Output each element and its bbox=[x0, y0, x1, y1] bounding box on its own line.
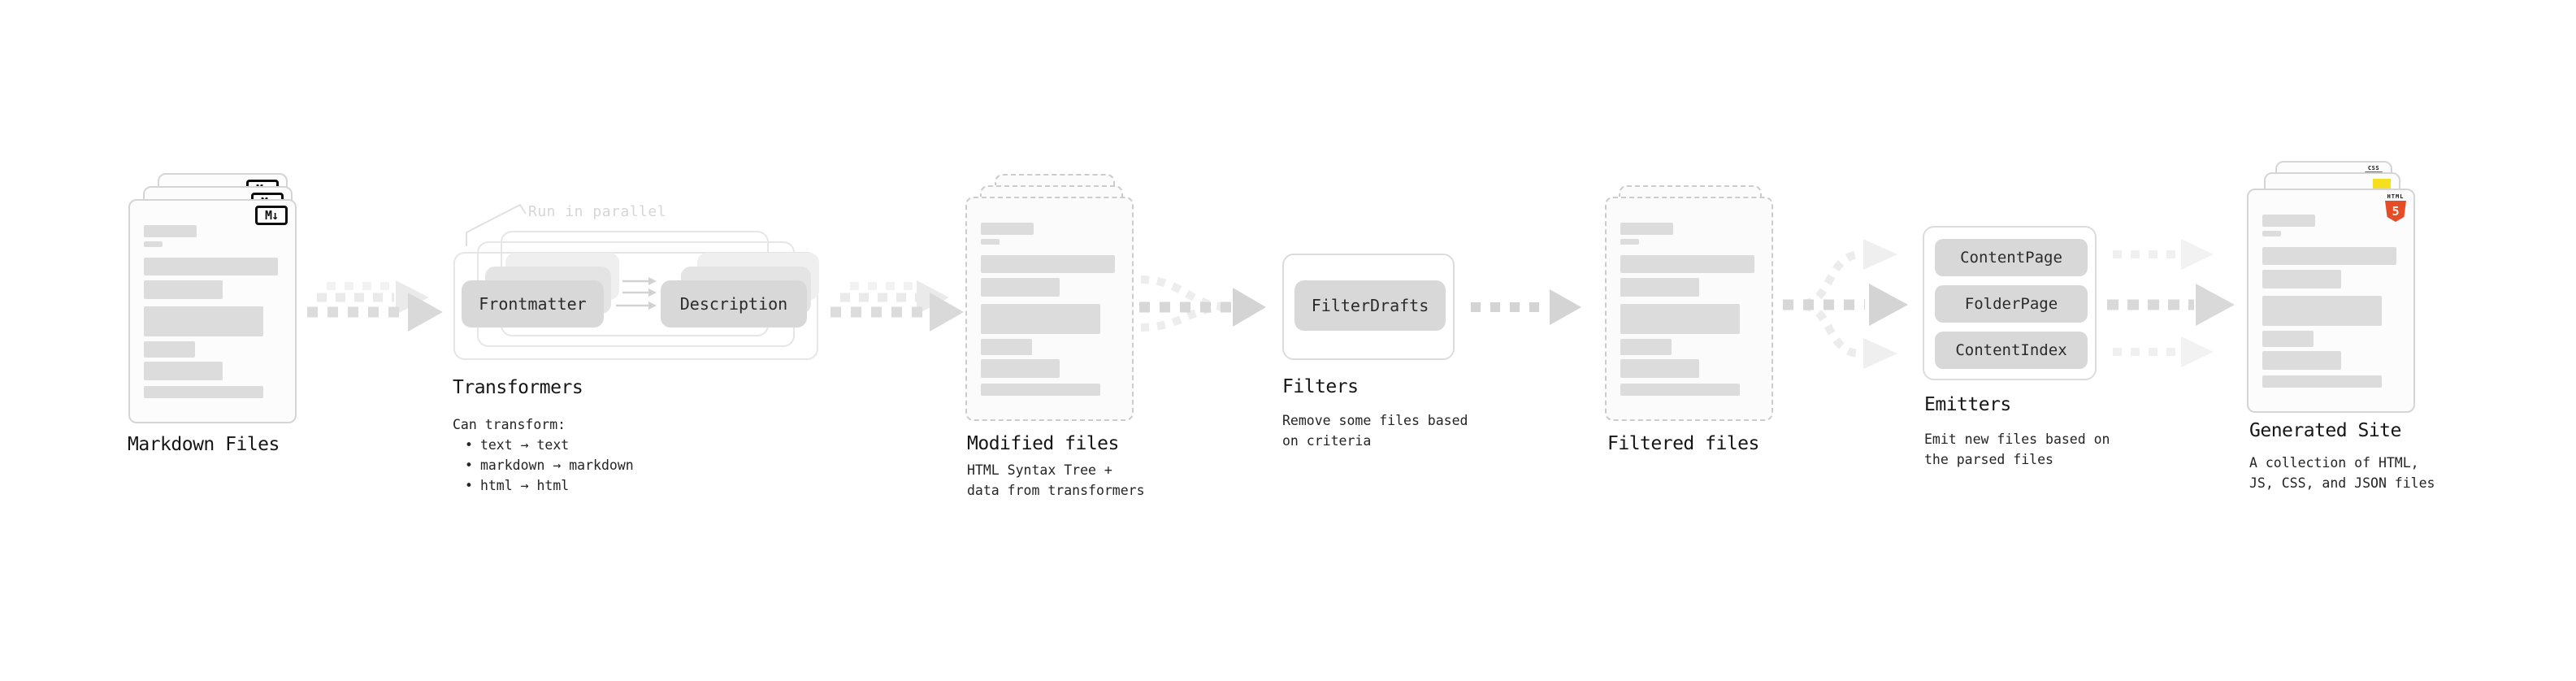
emitters-title: Emitters bbox=[1924, 394, 2011, 415]
content-bar bbox=[144, 241, 163, 247]
markdown-files-title: Markdown Files bbox=[128, 434, 280, 455]
content-bar bbox=[2262, 331, 2314, 347]
transformers-title: Transformers bbox=[453, 377, 583, 398]
contentpage-pill: ContentPage bbox=[1935, 239, 2088, 276]
bullet-item: •text → text bbox=[465, 437, 570, 453]
filters-desc: Remove some files based on criteria bbox=[1282, 413, 1468, 449]
content-bar bbox=[1620, 339, 1672, 355]
filtered-files-title: Filtered files bbox=[1607, 433, 1759, 454]
folderpage-pill: FolderPage bbox=[1935, 285, 2088, 323]
content-bar bbox=[144, 341, 195, 358]
filterdrafts-pill: FilterDrafts bbox=[1295, 280, 1446, 331]
content-bar bbox=[981, 339, 1032, 355]
content-bar bbox=[2262, 296, 2382, 326]
filters-title: Filters bbox=[1282, 376, 1359, 397]
markdown-file-card-front: M↓ bbox=[128, 199, 297, 423]
filters-box: FilterDrafts bbox=[1282, 254, 1455, 360]
emitters-desc: Emit new files based on the parsed files bbox=[1924, 432, 2110, 467]
content-bar bbox=[144, 386, 263, 398]
run-in-parallel-annotation: Run in parallel bbox=[528, 203, 667, 220]
content-bar bbox=[1620, 223, 1673, 235]
transformer-group-front bbox=[453, 252, 818, 360]
markdown-icon: M↓ bbox=[255, 206, 288, 225]
arrow-transformers-to-modified bbox=[830, 280, 964, 332]
content-bar bbox=[2262, 231, 2281, 236]
generated-site-card-front: HTML 5 bbox=[2247, 189, 2415, 413]
modified-files-title: Modified files bbox=[967, 433, 1119, 454]
content-bar bbox=[2262, 215, 2315, 227]
content-bar bbox=[144, 362, 223, 380]
content-bar bbox=[144, 306, 263, 336]
content-bar bbox=[1620, 304, 1740, 334]
transformers-intro: Can transform: bbox=[453, 417, 566, 432]
content-bar bbox=[1620, 384, 1740, 396]
content-bar bbox=[981, 359, 1060, 378]
content-bar bbox=[981, 384, 1100, 396]
modified-file-card-front bbox=[965, 197, 1134, 421]
arrow-modified-to-filters bbox=[1139, 275, 1266, 332]
content-bar bbox=[144, 280, 223, 299]
content-bar bbox=[1620, 278, 1699, 297]
transformers-bullets: •text → text •markdown → markdown •html … bbox=[453, 435, 634, 496]
contentindex-pill: ContentIndex bbox=[1935, 332, 2088, 369]
arrow-filters-to-filtered bbox=[1471, 289, 1581, 325]
content-bar bbox=[2262, 351, 2341, 370]
content-bar bbox=[981, 255, 1115, 273]
content-bar bbox=[1620, 359, 1699, 378]
arrow-markdown-to-transformers bbox=[307, 280, 443, 332]
generated-site-desc: A collection of HTML, JS, CSS, and JSON … bbox=[2249, 455, 2435, 491]
content-bar bbox=[981, 278, 1060, 297]
description-pill: Description bbox=[661, 280, 807, 327]
content-bar bbox=[2262, 270, 2341, 288]
frontmatter-pill: Frontmatter bbox=[462, 280, 604, 327]
bullet-item: •html → html bbox=[465, 478, 570, 493]
html5-icon: HTML 5 bbox=[2384, 193, 2407, 222]
content-bar bbox=[1620, 239, 1639, 245]
content-bar bbox=[1620, 255, 1754, 273]
content-bar bbox=[144, 258, 278, 275]
arrow-filtered-to-emitters bbox=[1783, 239, 1908, 369]
filtered-file-card-front bbox=[1605, 197, 1773, 421]
content-bar bbox=[144, 225, 197, 237]
modified-files-desc: HTML Syntax Tree + data from transformer… bbox=[967, 462, 1145, 498]
content-bar bbox=[2262, 375, 2382, 388]
javascript-icon bbox=[2373, 179, 2391, 189]
content-bar bbox=[981, 223, 1034, 235]
content-bar bbox=[2262, 247, 2396, 265]
content-bar bbox=[981, 304, 1100, 334]
arrow-emitters-to-generated bbox=[2107, 239, 2235, 367]
content-bar bbox=[981, 239, 1000, 245]
bullet-item: •markdown → markdown bbox=[465, 458, 634, 473]
emitters-box: ContentPage FolderPage ContentIndex bbox=[1923, 226, 2097, 380]
generated-site-title: Generated Site bbox=[2249, 420, 2401, 441]
